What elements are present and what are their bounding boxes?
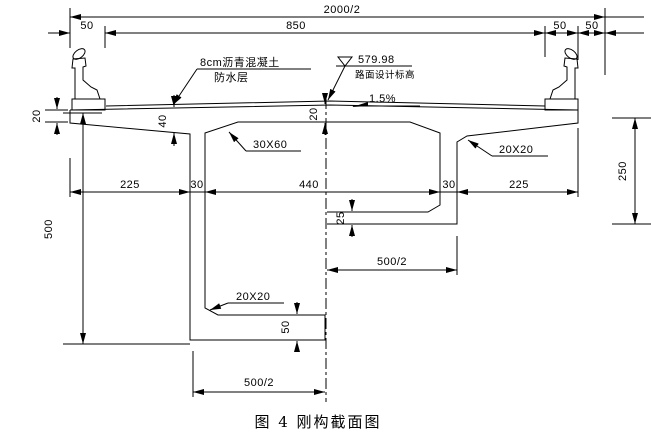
annotation-elevation: 579.98 路面设计标高 (327, 54, 415, 101)
dim-edge-thickness: 20 (31, 97, 68, 135)
annotation-haunch: 30X60 (228, 131, 301, 152)
leader-line (228, 131, 247, 152)
dim-text-height-left: 500 (43, 219, 55, 239)
dim-text-median-edge: 50 (585, 20, 598, 32)
dim-bottom-slab-left: 50 (280, 302, 300, 352)
dim-top-slab-center: 20 (308, 93, 328, 135)
cross-slope-text: 1.5% (369, 93, 396, 105)
dim-text-barrier: 50 (553, 20, 566, 32)
annotation-cross-slope: 1.5% (352, 93, 420, 107)
dim-bottom-slab-right: 25 (335, 199, 355, 237)
parapet-left (71, 48, 106, 111)
girder-outline (69, 100, 579, 341)
deck-top-line (69, 104, 579, 111)
dim-slab-at-web: 40 (157, 95, 177, 146)
leader-line (209, 302, 229, 311)
leader-line (172, 68, 198, 106)
fillet-bottom-text: 20X20 (236, 291, 270, 303)
parapet-right-base (544, 98, 579, 111)
dim-text-top-slab-center: 20 (308, 107, 320, 120)
figure-caption: 图 4 刚构截面图 (254, 413, 381, 431)
dim-text-web-right: 30 (442, 179, 455, 191)
elevation-desc-text: 路面设计标高 (355, 69, 415, 81)
dim-text-edge-thickness: 20 (31, 109, 43, 122)
slope-arrow (352, 102, 368, 107)
dim-text-carriageway: 850 (286, 20, 306, 32)
dim-text-half-box-bottom: 500/2 (244, 377, 274, 389)
parapet-left-base (71, 98, 106, 111)
dim-half-box-right: 500/2 (327, 236, 458, 275)
parapet-right (544, 48, 579, 111)
parapet-left-body (71, 57, 101, 100)
dim-text-box-width: 440 (299, 179, 319, 191)
surfacing-text-line1: 8cm沥青混凝土 (200, 55, 280, 69)
surfacing-text-line2: 防水层 (214, 70, 249, 84)
left-half-outline (69, 110, 441, 341)
fillet-right-text: 20X20 (499, 144, 533, 156)
dim-height-left: 500 (43, 112, 190, 345)
parapet-right-rail-hook (564, 48, 578, 60)
dim-text-slab-at-web: 40 (157, 114, 169, 127)
dim-deck-breakdown: 50 850 50 50 (48, 20, 644, 60)
dim-half-box-bottom: 500/2 (192, 351, 325, 397)
dim-text-half-box-right: 500/2 (377, 256, 407, 268)
right-half-outline (327, 110, 579, 225)
parapet-left-rail-hook (72, 48, 86, 60)
elevation-value-text: 579.98 (358, 54, 395, 66)
dim-text-cantilever-right: 225 (509, 179, 529, 191)
parapet-right-body (549, 57, 579, 100)
dim-text-edge-strip: 50 (80, 20, 93, 32)
dim-text-bottom-slab-right: 25 (335, 211, 347, 224)
dim-text-height-right: 250 (617, 161, 629, 181)
annotation-fillet-right: 20X20 (467, 139, 548, 157)
annotation-surfacing: 8cm沥青混凝土 防水层 (172, 55, 311, 106)
dim-text-web-left: 30 (190, 179, 203, 191)
dim-height-right: 250 (612, 117, 651, 225)
leader-line (327, 65, 346, 101)
dim-overall-width: 2000/2 (69, 4, 644, 75)
dim-box-breakdown: 225 30 440 30 225 (69, 128, 579, 197)
dim-text-bottom-slab-left: 50 (280, 320, 292, 333)
haunch-text: 30X60 (253, 139, 287, 151)
dim-text-overall: 2000/2 (324, 4, 361, 16)
elevation-triangle-symbol (336, 56, 354, 67)
leader-line (467, 139, 493, 157)
annotation-fillet-bottom: 20X20 (209, 291, 284, 311)
dim-text-cantilever-left: 225 (120, 179, 140, 191)
